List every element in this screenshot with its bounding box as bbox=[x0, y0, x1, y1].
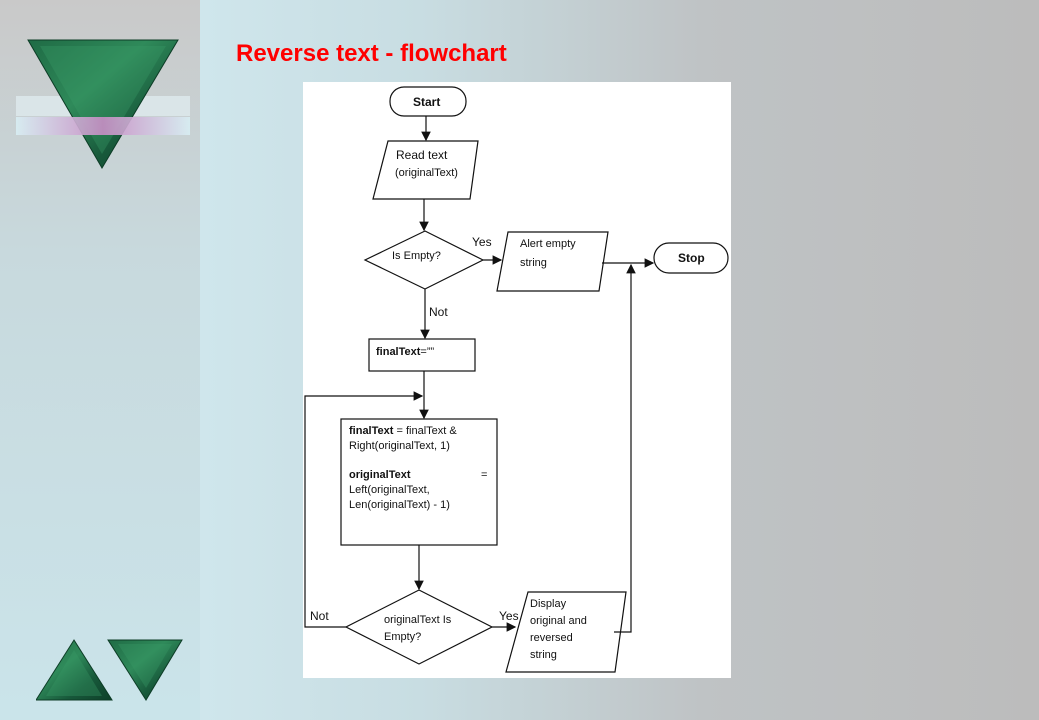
not-label-1: Not bbox=[429, 305, 448, 319]
process-eq2: = bbox=[481, 469, 488, 481]
process-line1: finalText = finalText & bbox=[349, 424, 457, 439]
not-label-2: Not bbox=[310, 609, 329, 623]
is-empty-label: Is Empty? bbox=[392, 250, 441, 262]
stop-terminator bbox=[653, 242, 729, 274]
display-label-line3: reversed bbox=[530, 632, 573, 644]
edge-loop-back bbox=[304, 391, 424, 628]
init-value: =”” bbox=[420, 346, 435, 358]
init-label: finalText=”” bbox=[376, 344, 434, 360]
read-text-label-line1: Read text bbox=[396, 148, 448, 162]
display-label-line1: Display bbox=[530, 598, 567, 610]
alert-label-line1: Alert empty bbox=[520, 238, 576, 250]
display-io bbox=[505, 591, 627, 673]
display-label-line2: original and bbox=[530, 615, 587, 627]
process-line2: Right(originalText, 1) bbox=[349, 440, 450, 452]
yes-label-1: Yes bbox=[472, 235, 492, 249]
process-var1: finalText bbox=[349, 425, 394, 437]
green-triangle-emblem-icon bbox=[16, 39, 190, 169]
flowchart-canvas: Start Read text (originalText) Is Empty?… bbox=[303, 82, 731, 678]
flowchart-shapes bbox=[304, 86, 729, 673]
start-label: Start bbox=[413, 95, 441, 109]
yes-label-2: Yes bbox=[499, 609, 519, 623]
loop-decision bbox=[344, 589, 494, 665]
slide-title: Reverse text - flowchart bbox=[236, 40, 507, 67]
process-line4: Left(originalText, bbox=[349, 484, 430, 496]
display-label-line4: string bbox=[530, 649, 557, 661]
process-expr1a: = finalText & bbox=[393, 425, 457, 437]
alert-empty-io bbox=[496, 231, 609, 292]
process-var2: originalText bbox=[349, 469, 411, 481]
stop-label: Stop bbox=[678, 251, 705, 265]
init-var: finalText bbox=[376, 346, 421, 358]
read-text-io bbox=[372, 140, 479, 200]
process-line5: Len(originalText) - 1) bbox=[349, 499, 450, 511]
loop-label-line1: originalText Is bbox=[384, 614, 452, 626]
read-text-label-line2: (originalText) bbox=[395, 167, 458, 179]
edge-display-stop bbox=[614, 263, 636, 633]
alert-label-line2: string bbox=[520, 257, 547, 269]
init-process bbox=[368, 338, 476, 372]
start-terminator bbox=[389, 86, 467, 117]
green-triangles-decoration-icon bbox=[36, 639, 183, 701]
reverse-process bbox=[340, 418, 498, 546]
loop-label-line2: Empty? bbox=[384, 631, 422, 643]
